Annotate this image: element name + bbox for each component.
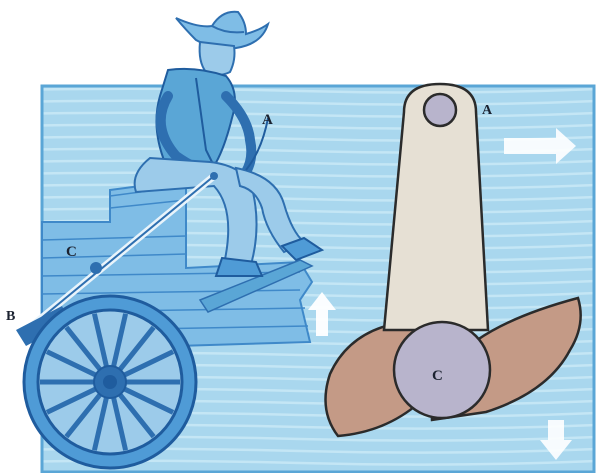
- label-driver-lever-pivot: C: [66, 244, 77, 260]
- label-driver-lever-end: B: [6, 309, 15, 324]
- arm-top-pin: [424, 94, 456, 126]
- label-brake-pivot: C: [432, 368, 443, 384]
- wagon-wheel: [24, 296, 196, 468]
- label-brake-arm-top: A: [482, 103, 493, 118]
- label-driver-lever-top: A: [262, 112, 273, 128]
